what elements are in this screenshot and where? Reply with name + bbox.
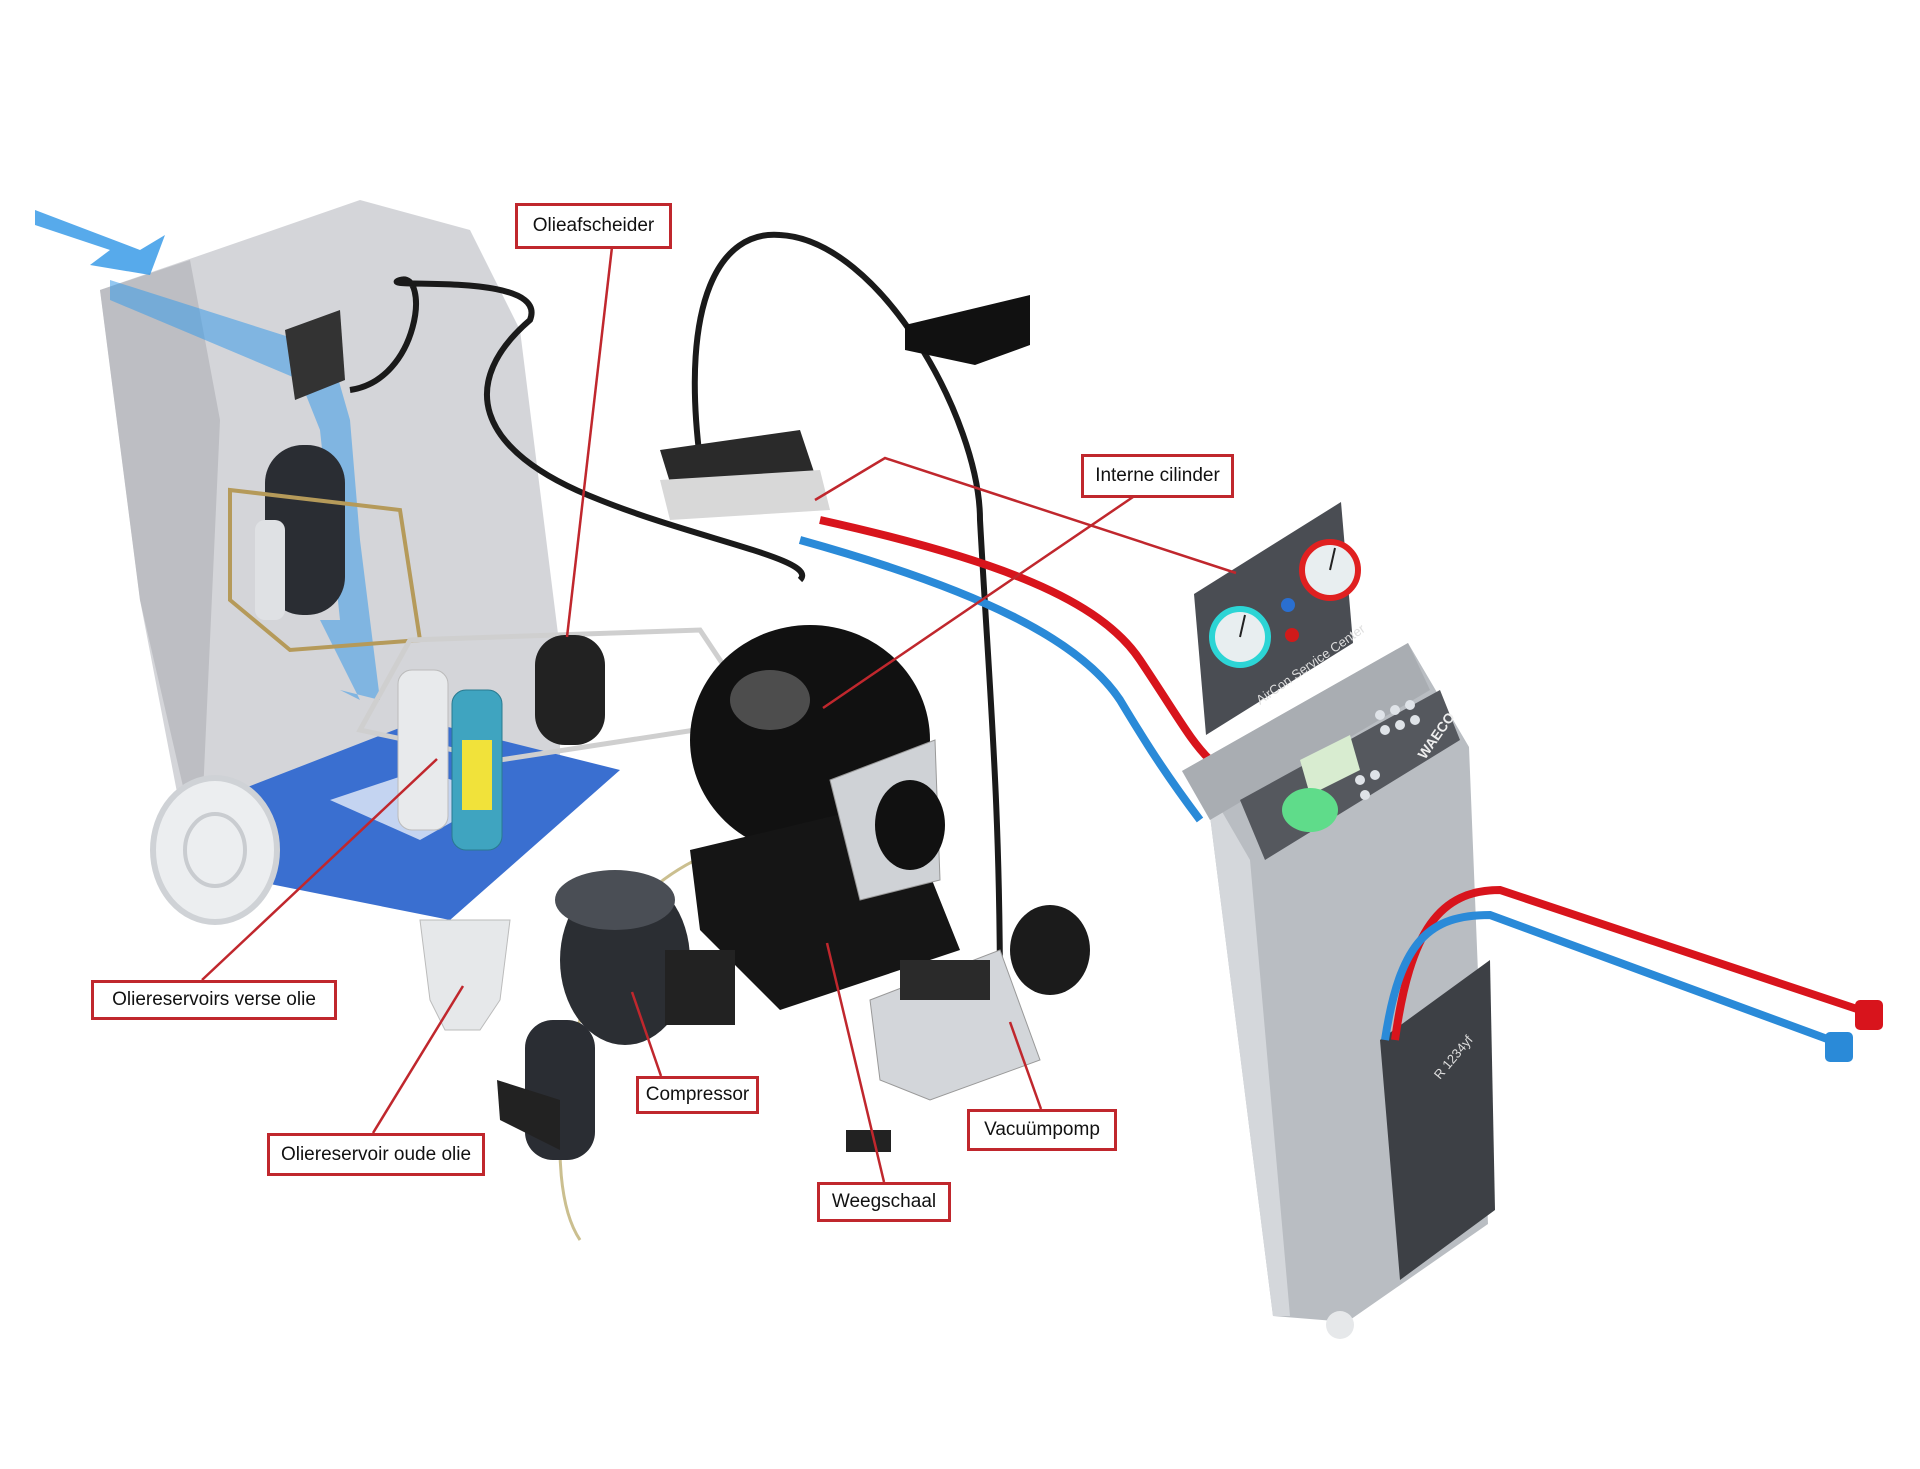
airflow-arrow xyxy=(35,210,165,275)
low-pressure-hose xyxy=(798,536,1204,823)
leader-fresh-oil xyxy=(201,758,438,981)
oil-separator xyxy=(535,635,605,745)
leader-vacuum-pump xyxy=(1008,1021,1043,1110)
leader-lines xyxy=(201,246,1237,1183)
hose-pocket xyxy=(1380,960,1495,1280)
leader-internal-cylinder-2 xyxy=(814,456,1237,575)
callout-scale: Weegschaal xyxy=(817,1182,951,1222)
old-oil-reservoir xyxy=(419,919,511,1031)
leader-scale xyxy=(825,942,886,1183)
callout-oil-separator: Olieafscheider xyxy=(515,203,672,249)
keypad xyxy=(1355,700,1420,800)
leader-oil-separator xyxy=(565,246,614,638)
callout-old-oil-reservoir: Oliereservoir oude olie xyxy=(267,1133,485,1176)
callout-vacuum-pump: Vacuümpomp xyxy=(967,1109,1117,1151)
high-side-coupler xyxy=(1855,1000,1883,1030)
wheel xyxy=(150,775,280,925)
callout-internal-cylinder: Interne cilinder xyxy=(1081,454,1234,498)
housing-side xyxy=(100,260,220,860)
leader-internal-cylinder xyxy=(822,495,1134,710)
black-hose xyxy=(349,276,806,583)
low-side-coupler xyxy=(1825,1032,1853,1062)
lcd-display xyxy=(1300,735,1360,795)
callout-fresh-oil-reservoirs: Oliereservoirs verse olie xyxy=(91,980,337,1020)
high-pressure-hose xyxy=(819,516,1213,763)
service-hose-blue xyxy=(1381,910,1832,1044)
leader-compressor xyxy=(630,991,663,1077)
fresh-oil-bottle xyxy=(397,669,449,831)
service-hose-red xyxy=(1391,885,1862,1041)
leader-old-oil xyxy=(371,985,465,1134)
callout-compressor: Compressor xyxy=(636,1076,759,1114)
